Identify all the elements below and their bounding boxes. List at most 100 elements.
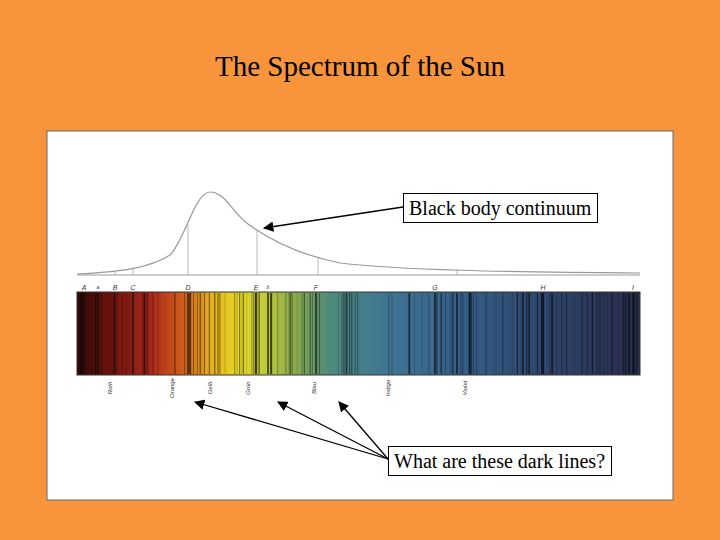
absorption-line: [110, 293, 111, 374]
absorption-line: [528, 293, 529, 374]
absorption-line: [184, 293, 185, 374]
absorption-line: [473, 293, 474, 374]
line-letter: F: [314, 284, 318, 291]
fraunhofer-line: [267, 293, 269, 374]
absorption-line: [271, 293, 272, 374]
leader-arrow: [339, 402, 388, 459]
absorption-line: [346, 293, 347, 374]
absorption-line: [80, 293, 81, 374]
absorption-line: [200, 293, 201, 374]
absorption-line: [596, 293, 597, 374]
absorption-line: [409, 293, 410, 374]
absorption-line: [220, 293, 221, 374]
absorption-line: [304, 293, 305, 374]
absorption-line: [292, 293, 293, 374]
absorption-line: [113, 293, 114, 374]
line-letter: b: [267, 285, 270, 290]
absorption-line: [349, 293, 350, 374]
absorption-line: [436, 293, 437, 374]
fraunhofer-line: [551, 293, 553, 374]
absorption-line: [146, 293, 147, 374]
absorption-line: [225, 293, 226, 374]
absorption-line: [85, 293, 86, 374]
absorption-line: [319, 293, 320, 374]
absorption-line: [436, 293, 437, 374]
line-letter: E: [254, 284, 259, 291]
fraunhofer-line: [97, 293, 99, 374]
absorption-line: [243, 293, 244, 374]
absorption-line: [122, 293, 123, 374]
absorption-line: [191, 293, 192, 374]
blackbody-curve: [77, 192, 640, 274]
line-letter: H: [540, 284, 545, 291]
absorption-line: [623, 293, 624, 374]
line-letter: B: [113, 284, 118, 291]
absorption-line: [236, 293, 237, 374]
absorption-line: [296, 293, 297, 374]
callout-box: What are these dark lines?: [388, 446, 612, 476]
absorption-line: [581, 293, 582, 374]
fraunhofer-line: [187, 293, 189, 374]
absorption-line: [259, 293, 260, 374]
absorption-line: [346, 293, 347, 374]
absorption-line: [117, 293, 118, 374]
absorption-line: [471, 293, 472, 374]
absorption-line: [517, 293, 518, 374]
absorption-line: [197, 293, 198, 374]
absorption-line: [289, 293, 290, 374]
absorption-line: [143, 293, 144, 374]
absorption-line: [310, 293, 311, 374]
absorption-line: [543, 293, 544, 374]
absorption-line: [256, 293, 257, 374]
absorption-line: [441, 293, 442, 374]
absorption-line: [476, 293, 477, 374]
callout-box: Black body continuum: [403, 193, 598, 223]
absorption-line: [351, 293, 352, 374]
color-name: Indigo: [385, 380, 391, 396]
baseline: [77, 275, 640, 276]
fraunhofer-line: [315, 293, 317, 374]
leader-arrow: [278, 402, 388, 459]
absorption-line: [239, 293, 240, 374]
fraunhofer-line: [255, 293, 257, 374]
fraunhofer-line: [270, 293, 272, 374]
absorption-line: [520, 293, 521, 374]
absorption-line: [204, 293, 205, 374]
absorption-line: [582, 293, 583, 374]
absorption-line: [549, 293, 550, 374]
absorption-line: [81, 293, 82, 374]
absorption-line: [509, 293, 510, 374]
absorption-line: [312, 293, 313, 374]
absorption-line: [95, 293, 96, 374]
absorption-line: [566, 293, 567, 374]
absorption-line: [234, 293, 235, 374]
absorption-line: [634, 293, 635, 374]
absorption-line: [440, 293, 441, 374]
absorption-lines: [80, 293, 636, 374]
callout-text: What are these dark lines?: [394, 449, 606, 473]
absorption-line: [271, 293, 272, 374]
line-letter: a: [97, 285, 100, 290]
color-name: Orange: [169, 378, 175, 398]
absorption-line: [469, 293, 470, 374]
absorption-line: [409, 293, 410, 374]
absorption-line: [92, 293, 93, 374]
absorption-line: [422, 293, 423, 374]
absorption-line: [462, 293, 463, 374]
absorption-line: [126, 293, 127, 374]
absorption-line: [304, 293, 305, 374]
absorption-line: [452, 293, 453, 374]
line-letter: A: [82, 284, 87, 291]
absorption-line: [600, 293, 601, 374]
fraunhofer-line: [132, 293, 134, 374]
line-letter: D: [185, 284, 190, 291]
absorption-line: [461, 293, 462, 374]
absorption-line: [629, 293, 630, 374]
absorption-line: [392, 293, 393, 374]
absorption-line: [517, 293, 518, 374]
absorption-line: [599, 293, 600, 374]
absorption-line: [257, 293, 258, 374]
absorption-line: [291, 293, 292, 374]
absorption-line: [622, 293, 623, 374]
absorption-line: [611, 293, 612, 374]
